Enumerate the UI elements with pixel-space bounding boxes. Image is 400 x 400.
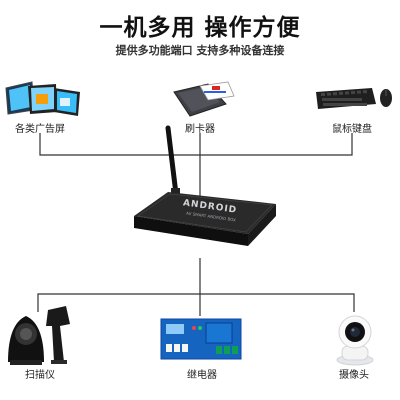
camera-icon bbox=[336, 315, 374, 366]
peripheral-label-camera: 摄像头 bbox=[339, 370, 369, 381]
page-subtitle: 提供多功能端口 支持多种设备连接 bbox=[115, 44, 285, 57]
display-screens-icon bbox=[5, 81, 80, 116]
peripheral-label-scanner: 扫描仪 bbox=[25, 370, 55, 381]
peripheral-label-keyboard: 鼠标键盘 bbox=[332, 124, 372, 135]
bottom-connector bbox=[37, 293, 355, 312]
peripheral-label-display: 各类广告屏 bbox=[15, 124, 65, 135]
android-box-icon bbox=[134, 125, 276, 246]
card-reader-icon bbox=[173, 81, 235, 117]
relay-board-icon bbox=[160, 318, 242, 360]
peripheral-label-card-reader: 刷卡器 bbox=[185, 124, 215, 135]
keyboard-mouse-icon bbox=[316, 88, 392, 109]
peripheral-label-relay: 继电器 bbox=[187, 370, 217, 381]
barcode-scanner-icon bbox=[8, 306, 70, 365]
top-connector bbox=[39, 133, 353, 156]
page-title: 一机多用 操作方便 bbox=[99, 15, 301, 41]
